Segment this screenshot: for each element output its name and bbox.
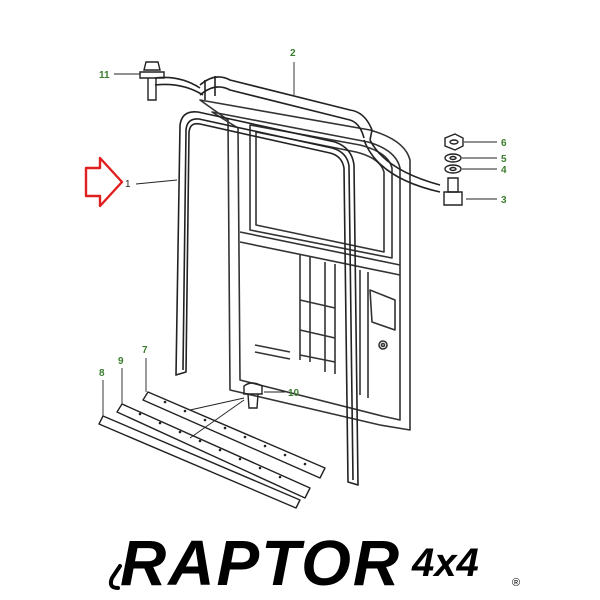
door-frame xyxy=(199,99,411,431)
callout-4: 4 xyxy=(501,165,507,176)
upper-seal-rail xyxy=(154,76,441,193)
door-seal xyxy=(175,110,359,486)
raptor-4x4-logo: RAPTOR 4x4 ® xyxy=(108,527,520,599)
callout-8: 8 xyxy=(99,368,105,379)
callout-6: 6 xyxy=(501,138,507,149)
leader-lines xyxy=(102,62,497,439)
callout-3: 3 xyxy=(501,195,507,206)
sill-strips xyxy=(98,391,326,509)
sill-holes xyxy=(138,400,307,479)
fastener-stack xyxy=(443,133,464,206)
arrow-indicator-icon xyxy=(84,156,124,208)
stud-bolt xyxy=(139,61,165,101)
logo-suffix-text: 4x4 xyxy=(411,541,479,585)
callout-10: 10 xyxy=(288,388,300,399)
callout-11: 11 xyxy=(99,70,110,81)
screw xyxy=(243,382,263,409)
callout-5: 5 xyxy=(501,154,507,165)
logo-brand-text: RAPTOR xyxy=(120,527,401,599)
callout-1: 1 xyxy=(125,179,131,190)
callout-7: 7 xyxy=(142,345,148,356)
callout-2: 2 xyxy=(290,48,296,59)
registered-mark: ® xyxy=(512,577,520,589)
callout-9: 9 xyxy=(118,356,124,367)
